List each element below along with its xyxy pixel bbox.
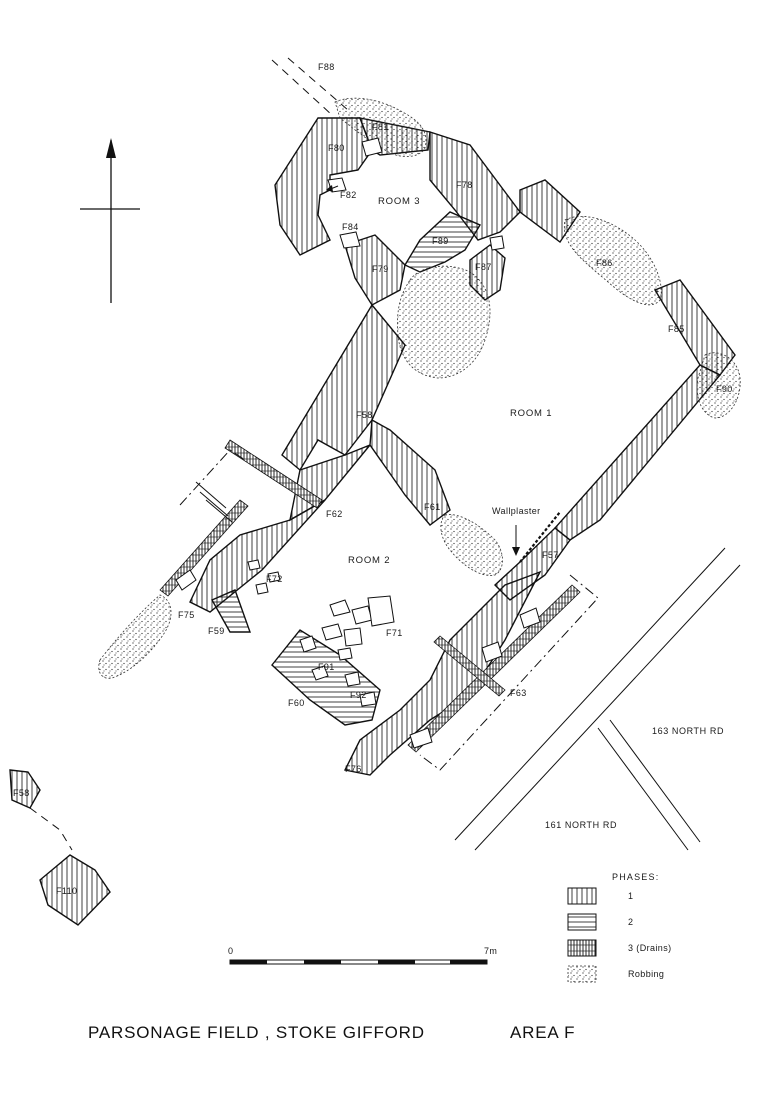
label-wallplaster: Wallplaster (492, 506, 541, 516)
trench-outlines (179, 449, 599, 771)
scale-bar-end-label: 7m (484, 946, 497, 956)
label-f81: F81 (372, 122, 389, 132)
room-2-stones (175, 559, 541, 749)
label-f78: F78 (456, 180, 473, 190)
wallplaster-line (512, 511, 561, 563)
room-1-walls (369, 179, 736, 601)
drain-f63 (407, 584, 581, 753)
label-f84: F84 (342, 222, 359, 232)
wall-f58-fragment (9, 769, 73, 851)
label-163-north-rd: 163 NORTH RD (652, 726, 724, 736)
robbing-f81-area (334, 97, 427, 157)
label-f62: F62 (326, 509, 343, 519)
label-f58: F58 (356, 410, 373, 420)
label-f92: F92 (350, 690, 367, 700)
label-f60: F60 (288, 698, 305, 708)
area-label: AREA F (510, 1023, 575, 1042)
label-room-1: ROOM 1 (510, 408, 552, 419)
label-f61: F61 (424, 502, 441, 512)
label-f63: F63 (510, 688, 527, 698)
label-f58-fragment: F58 (13, 788, 30, 798)
legend: PHASES: 1 2 3 (Drains) Robbing (567, 872, 672, 983)
north-road-lines (454, 547, 741, 851)
label-f90: F90 (716, 384, 733, 394)
label-f75: F75 (178, 610, 195, 620)
legend-swatch-phase-1 (567, 887, 597, 905)
robbing-f90-area (696, 352, 741, 419)
label-f76: F76 (345, 764, 362, 774)
robbing-f86-area (563, 216, 662, 306)
legend-label-phase-2: 2 (628, 917, 633, 927)
legend-swatch-robbing (567, 965, 597, 983)
drain-f62 (159, 439, 323, 597)
room-3-details (326, 137, 505, 251)
room-2-walls (189, 499, 542, 776)
label-room-2: ROOM 2 (348, 555, 390, 566)
label-f71: F71 (386, 628, 403, 638)
label-f110: F110 (56, 886, 77, 896)
legend-label-phase-1: 1 (628, 891, 633, 901)
legend-label-robbing: Robbing (628, 969, 664, 979)
legend-title: PHASES: (612, 872, 659, 882)
label-f79: F79 (372, 264, 389, 274)
label-f86: F86 (596, 258, 613, 268)
label-f91: F91 (318, 662, 335, 672)
north-arrow-icon (80, 138, 140, 303)
label-f59: F59 (208, 626, 225, 636)
wall-f110-fragment (39, 854, 111, 926)
legend-swatch-phase-2 (567, 913, 597, 931)
label-f89: F89 (432, 236, 449, 246)
scale-bar-start-label: 0 (228, 946, 233, 956)
legend-label-phase-3-drains: 3 (Drains) (628, 943, 672, 953)
robbing-central-area (397, 265, 491, 379)
label-f82: F82 (340, 190, 357, 200)
label-f80: F80 (328, 143, 345, 153)
label-f72: F72 (266, 574, 283, 584)
plan-title: PARSONAGE FIELD , STOKE GIFFORD (88, 1023, 425, 1042)
label-f87: F87 (475, 262, 492, 272)
scale-bar: 0 7m (228, 946, 497, 965)
robbing-west-area (98, 594, 172, 679)
label-f57: F57 (542, 550, 559, 560)
legend-swatch-phase-3-drains (567, 939, 597, 957)
label-161-north-rd: 161 NORTH RD (545, 820, 617, 830)
robbing-f61-area (440, 514, 503, 576)
label-f88: F88 (318, 62, 335, 72)
label-f85: F85 (668, 324, 685, 334)
label-room-3: ROOM 3 (378, 196, 420, 207)
